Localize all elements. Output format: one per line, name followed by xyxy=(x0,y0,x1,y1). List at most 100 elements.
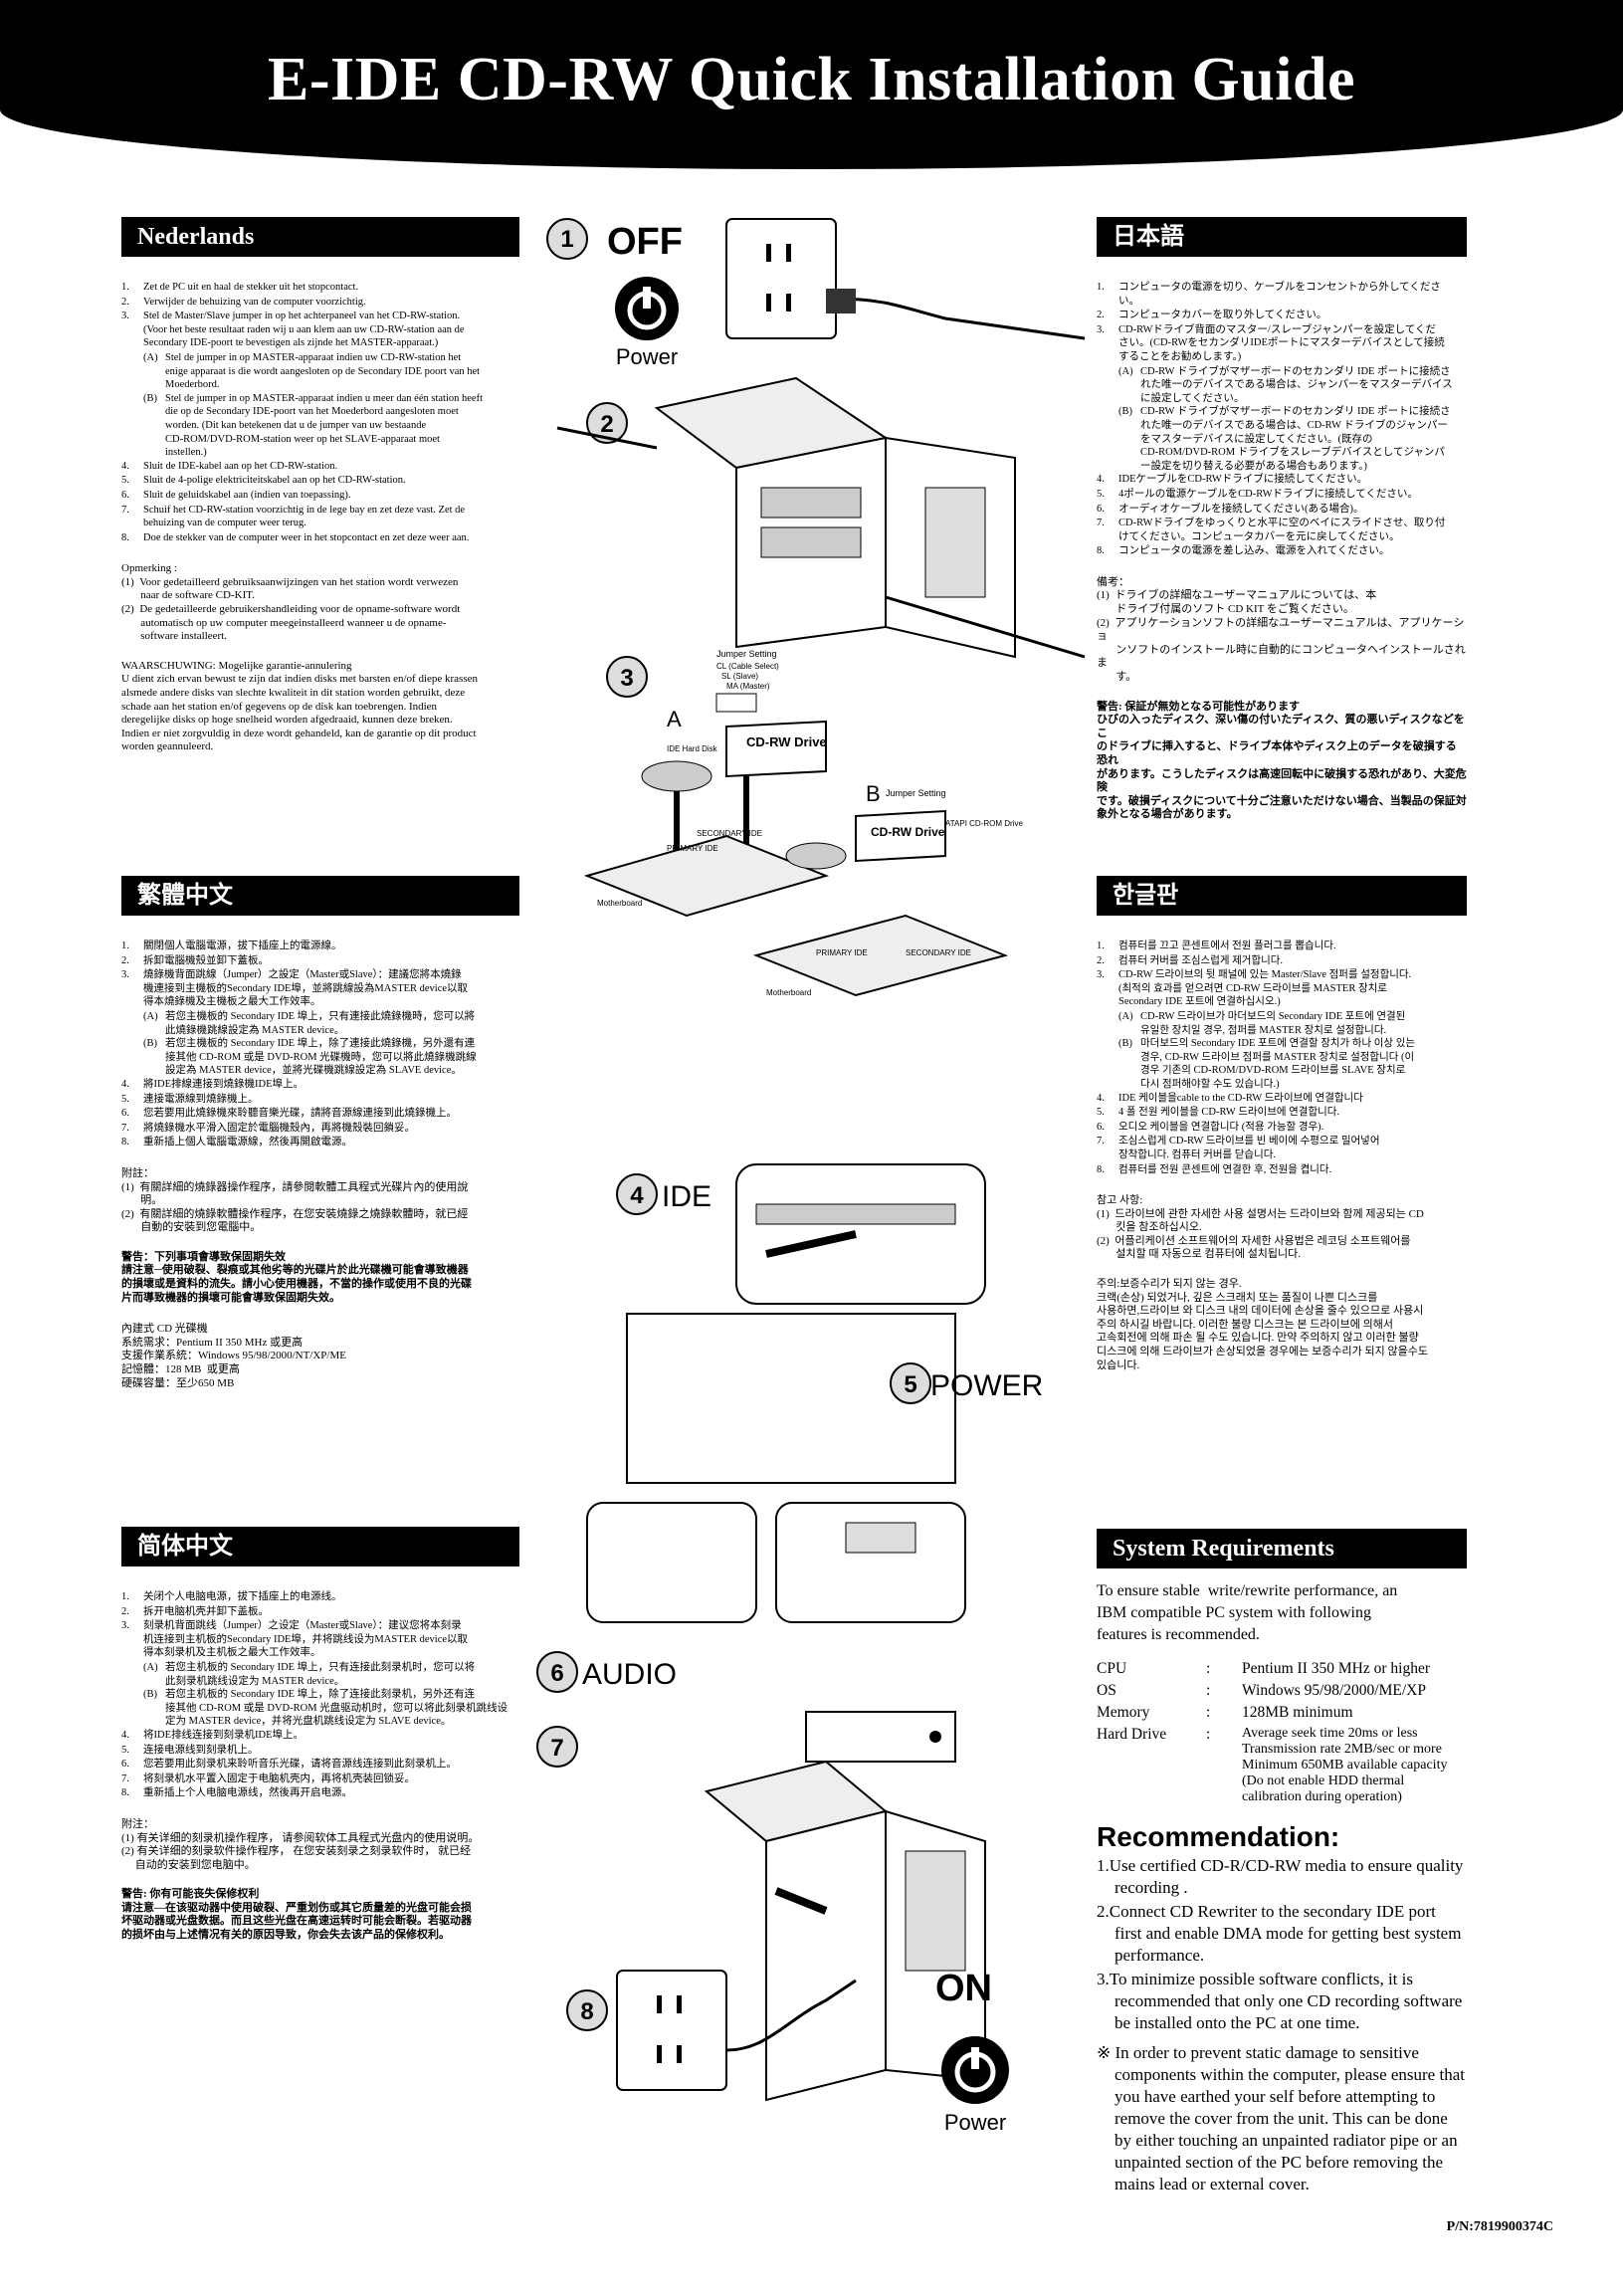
step4-label: 4 xyxy=(630,1182,644,1209)
part-number: P/N:7819900374C xyxy=(1446,2219,1553,2234)
list-item: 5.Sluit de 4-polige elektriciteitskabel … xyxy=(121,475,406,487)
step6-label: 6 xyxy=(550,1660,563,1687)
list-item: 6.您若要用此燒錄機來聆聽音樂光碟，請將音源線連接到此燒錄機上。 xyxy=(121,1108,457,1120)
power-on-icon xyxy=(941,2036,1009,2104)
list-item: 4.Sluit de IDE-kabel aan op het CD-RW-st… xyxy=(121,460,338,472)
list-item: 1.컴퓨터를 끄고 콘센트에서 전원 플러그를 뽑습니다. xyxy=(1097,940,1336,951)
arrow-left-icon xyxy=(556,426,658,450)
power-connector-zoom xyxy=(775,1502,966,1623)
sub-item: (B)마더보드의 Secondary IDE 포트에 연결할 장치가 하나 이상… xyxy=(1118,1038,1416,1090)
list-item: 4.將IDE排線連接到燒錄機IDE埠上。 xyxy=(121,1078,304,1090)
section-korean: 한글판 1.컴퓨터를 끄고 콘센트에서 전원 플러그를 뽑습니다. 2.컴퓨터 … xyxy=(1097,876,1467,1372)
simp-chinese-warning: 警告: 你有可能丧失保修权利 请注意—在该驱动器中使用破裂、严重划伤或其它质量差… xyxy=(121,1888,472,1942)
primary-ide-label: PRIMARY IDE xyxy=(667,844,718,853)
sysreq-table: CPU:Pentium II 350 MHz or higher OS:Wind… xyxy=(1097,1658,1467,1807)
plug-icon xyxy=(826,289,856,313)
hard-disk-icon xyxy=(641,760,712,792)
audio-connector-zoom xyxy=(586,1502,757,1623)
power-label-2: Power xyxy=(944,2110,1006,2135)
recommendation-list: 1.Use certified CD-R/CD-RW media to ensu… xyxy=(1097,1855,1467,2195)
section-header-simp-chinese: 简体中文 xyxy=(121,1527,519,1566)
step-number-badge xyxy=(536,1651,578,1693)
off-label: OFF xyxy=(607,221,683,263)
list-item: ※ In order to prevent static damage to s… xyxy=(1097,2043,1465,2193)
simp-chinese-note: 附注： (1) 有关详细的刻录机操作程序， 请参阅软体工具程式光盘内的使用说明。… xyxy=(121,1817,480,1871)
step8-label: 8 xyxy=(580,1998,593,2025)
section-header-japanese: 日本語 xyxy=(1097,217,1467,257)
list-item: 8.重新插上个人电脑电源线，然後再开启电源。 xyxy=(121,1787,352,1799)
section-dutch: Nederlands 1.Zet de PC uit en haal de st… xyxy=(121,217,519,754)
table-row: OS:Windows 95/98/2000/ME/XP xyxy=(1097,1682,1426,1699)
japanese-note: 備考： (1) ドライブの詳細なユーザーマニュアルについては、本 ドライブ付属の… xyxy=(1097,575,1466,684)
korean-note: 참고 사항: (1) 드라이브에 관한 자세한 사용 설명서는 드라이브와 함께… xyxy=(1097,1194,1424,1261)
list-item: 1.关闭个人电脑电源，拔下插座上的电源线。 xyxy=(121,1591,342,1602)
list-item: 7.조심스럽게 CD-RW 드라이브를 빈 베이에 수평으로 밀어넣어 장착합니… xyxy=(1097,1136,1380,1160)
list-item: 7.將燒錄機水平滑入固定於電腦機殼內，再將機殼裝回鎖妥。 xyxy=(121,1122,415,1134)
list-item: 6.オーディオケーブルを接続してください(ある場合)。 xyxy=(1097,503,1364,515)
list-item: 4.将IDE排线连接到刻录机IDE埠上。 xyxy=(121,1729,304,1741)
power-step-label: POWER xyxy=(930,1369,1043,1402)
section-header-korean: 한글판 xyxy=(1097,876,1467,916)
sl-label: SL (Slave) xyxy=(721,672,758,681)
step7-group: 7 xyxy=(536,1711,986,2102)
step1-label: 1 xyxy=(560,226,573,253)
list-item: 2.컴퓨터 커버를 조심스럽게 제거합니다. xyxy=(1097,954,1284,966)
arrow-icon xyxy=(765,1230,857,1258)
step-number-badge xyxy=(546,218,588,260)
list-item: 8.Doe de stekker van de computer weer in… xyxy=(121,531,470,543)
list-item: 3.CD-RWドライブ背面のマスター/スレーブジャンパーを設定してくだ さい。(… xyxy=(1097,323,1445,362)
cdrw-drive-icon xyxy=(725,720,827,778)
arrow-icon xyxy=(774,1887,828,1915)
list-item: 2.Verwijder de behuizing van de computer… xyxy=(121,296,366,308)
japanese-warning: 警告: 保証が無効となる可能性があります ひびの入ったディスク、深い傷の付いたデ… xyxy=(1097,700,1467,821)
step6-group: 6 AUDIO xyxy=(536,1651,677,1693)
wall-outlet-icon xyxy=(725,218,837,339)
section-header-trad-chinese: 繁體中文 xyxy=(121,876,519,916)
cdrw-drive-b-label: CD-RW Drive xyxy=(871,825,945,839)
section-header-system-requirements: System Requirements xyxy=(1097,1529,1467,1568)
list-item: 8.コンピュータの電源を差し込み、電源を入れてください。 xyxy=(1097,545,1390,557)
dutch-note: Opmerking : (1) Voor gedetailleerd gebru… xyxy=(121,562,461,643)
on-label: ON xyxy=(935,1968,992,2009)
dutch-steps: 1.Zet de PC uit en haal de stekker uit h… xyxy=(121,281,519,544)
arrow-right-icon xyxy=(885,595,1086,659)
list-item: 5.連接電源線到燒錄機上。 xyxy=(121,1093,259,1105)
list-item: 3.Stel de Master/Slave jumper in op het … xyxy=(121,311,465,349)
list-item: 7.将刻录机水平置入固定于电脑机壳内，再将机壳装回锁妥。 xyxy=(121,1773,415,1784)
step8-group: 8 ON Power xyxy=(566,1968,1009,2135)
step4-group: 4 IDE xyxy=(616,1163,986,1305)
simp-chinese-steps: 1.关闭个人电脑电源，拔下插座上的电源线。 2.拆开电脑机壳并卸下盖板。 3.刻… xyxy=(121,1590,519,1800)
step-number-badge xyxy=(616,1173,658,1215)
list-item: 1.コンピュータの電源を切り、ケーブルをコンセントから外してくださ い。 xyxy=(1097,282,1441,307)
trad-chinese-spec: 內建式 CD 光碟機 系統需求：Pentium II 350 MHz 或更高 支… xyxy=(121,1323,346,1389)
section-system-requirements: System Requirements To ensure stable wri… xyxy=(1097,1529,1467,2195)
title-banner: E-IDE CD-RW Quick Installation Guide xyxy=(0,0,1623,169)
list-item: 2.コンピュータカバーを取り外してください。 xyxy=(1097,310,1327,321)
dutch-warning: WAARSCHUWING: Mogelijke garantie-annuler… xyxy=(121,659,479,753)
table-row: Hard Drive:Average seek time 20ms or les… xyxy=(1097,1726,1448,1804)
list-item: 6.오디오 케이블을 연결합니다 (적용 가능할 경우). xyxy=(1097,1121,1324,1133)
list-item: 2.Connect CD Rewriter to the secondary I… xyxy=(1097,1902,1462,1965)
step-number-badge xyxy=(536,1726,578,1768)
hard-disk-b-icon xyxy=(785,842,847,870)
sub-item: (A)CD-RW 드라이브가 마더보드의 Secondary IDE 포트에 연… xyxy=(1118,1010,1406,1036)
sub-item: (B)CD-RW ドライブがマザーボードのセカンダリ IDE ポートに接続さ れ… xyxy=(1118,406,1451,472)
sub-item: (A)若您主機板的 Secondary IDE 埠上，只有連接此燒錄機時，您可以… xyxy=(143,1010,476,1036)
pc-case-7-icon xyxy=(765,1809,887,2102)
section-header-dutch: Nederlands xyxy=(121,217,519,257)
trad-chinese-note: 附註： (1) 有關詳細的燒錄器操作程序，請參閱軟體工具程式光碟片內的使用說 明… xyxy=(121,1166,469,1234)
list-item: 3.CD-RW 드라이브의 뒷 패널에 있는 Master/Slave 점퍼를 … xyxy=(1097,969,1412,1008)
step-number-badge xyxy=(890,1362,931,1404)
korean-warning: 주의:보증수리가 되지 않는 경우. 크랙(손상) 되었거나, 깊은 스크래치 … xyxy=(1097,1278,1428,1371)
wall-outlet-8-icon xyxy=(616,1970,727,2091)
step-number-badge xyxy=(566,1989,608,2031)
ma-label: MA (Master) xyxy=(726,682,770,691)
sub-item: (B)若您主機板的 Secondary IDE 埠上，除了連接此燒錄機，另外還有… xyxy=(143,1038,477,1077)
secondary-ide-label: SECONDARY IDE xyxy=(697,829,762,838)
jumper-setting-label: Jumper Setting xyxy=(716,649,777,659)
list-item: 8.컴퓨터를 전원 콘센트에 연결한 후, 전원을 켭니다. xyxy=(1097,1163,1332,1175)
list-item: 5.连接电源线到刻录机上。 xyxy=(121,1744,259,1756)
list-item: 3.燒錄機背面跳線（Jumper）之設定（Master或Slave）：建議您將本… xyxy=(121,969,469,1008)
step3-group: 3 A Jumper Setting CL (Cable Select) SL … xyxy=(583,649,1023,997)
cdrw-drive-b-icon xyxy=(855,809,946,863)
